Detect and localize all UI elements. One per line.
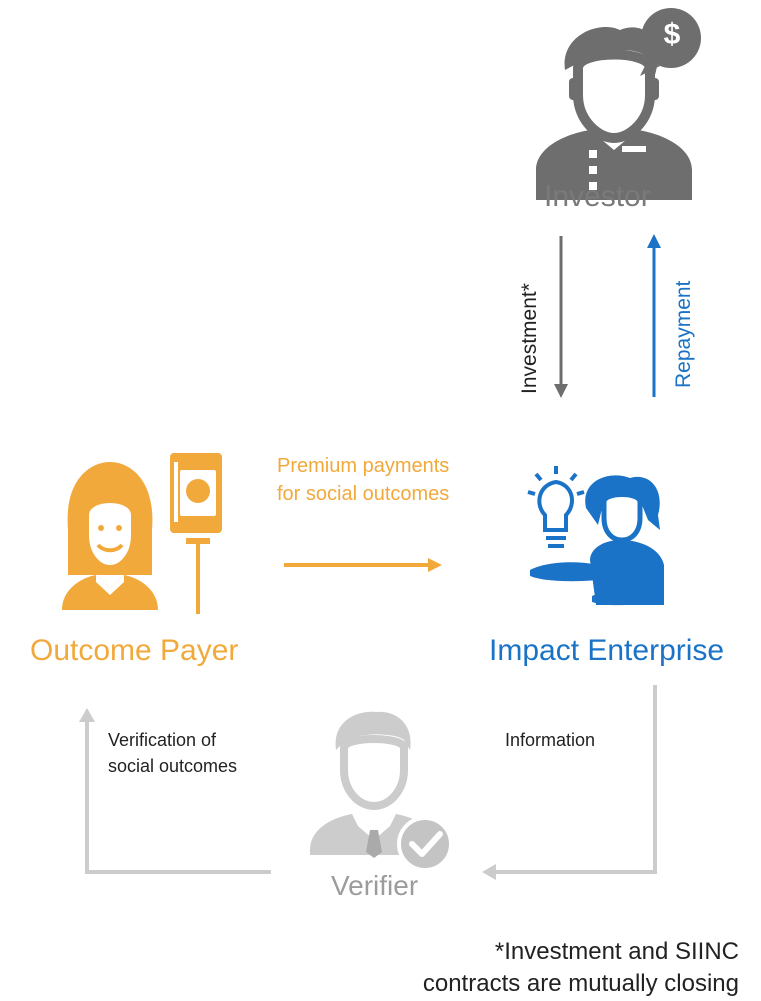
footnote-line1: *Investment and SIINC: [494, 938, 739, 965]
verifier-person: [310, 711, 438, 858]
payer-label: Outcome Payer: [30, 634, 239, 667]
money-card-icon: [170, 453, 222, 614]
enterprise-person: [530, 475, 664, 606]
investor-figure: [536, 26, 692, 200]
investment-label: Investment*: [518, 283, 541, 394]
verification-arrowhead: [79, 708, 95, 722]
premium-label-line2: for social outcomes: [277, 483, 450, 505]
investor-label: Investor: [544, 180, 651, 213]
repayment-label: Repayment: [672, 280, 695, 388]
verification-label-line2: social outcomes: [108, 756, 238, 776]
woman-figure: [62, 462, 158, 610]
verifier-label: Verifier: [331, 870, 419, 901]
premium-label-line1: Premium payments: [277, 455, 450, 477]
investment-arrow: [554, 236, 568, 398]
footnote: *Investment and SIINC contracts are mutu…: [423, 936, 739, 1000]
verification-label-line1: Verification of: [108, 730, 217, 750]
checkmark-badge-icon: [397, 816, 453, 872]
information-arrow: [490, 685, 657, 874]
dollar-sign: $: [663, 18, 681, 51]
lightbulb-icon: [527, 466, 585, 548]
repayment-arrow: [647, 234, 661, 397]
information-arrowhead: [482, 864, 496, 880]
footnote-line2: contracts are mutually closing: [422, 970, 739, 997]
information-label: Information: [505, 730, 596, 750]
enterprise-label: Impact Enterprise: [489, 634, 725, 667]
